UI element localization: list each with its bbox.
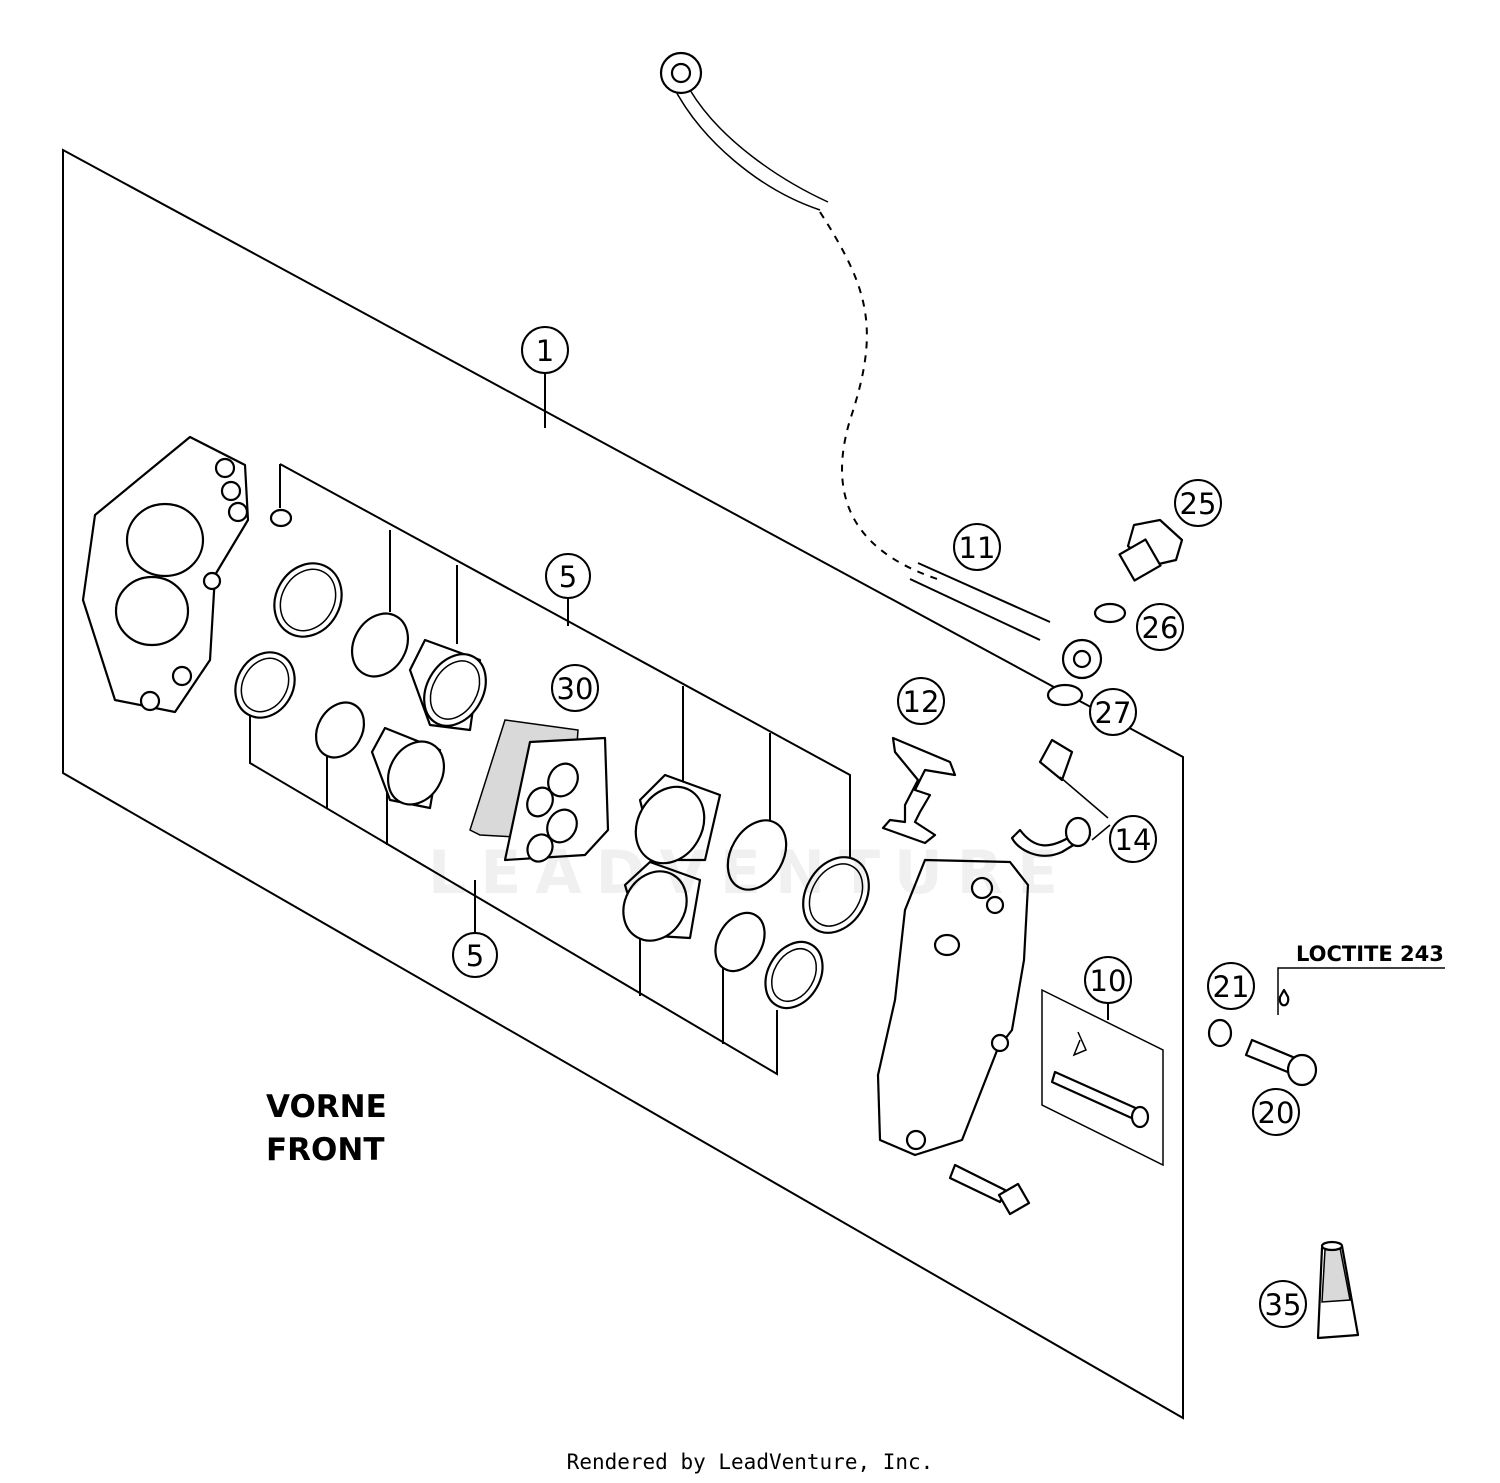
callout-26[interactable]: 26 — [1136, 603, 1184, 651]
callout-14[interactable]: 14 — [1109, 815, 1157, 863]
caliper-assembly-frame — [62, 148, 1184, 1420]
seal-ring — [802, 856, 870, 934]
view-label-vorne: VORNE — [266, 1089, 387, 1125]
callout-21[interactable]: 21 — [1207, 962, 1255, 1010]
svg-text:20: 20 — [1258, 1096, 1295, 1130]
brake-hose — [659, 51, 1103, 680]
callout-27[interactable]: 27 — [1089, 688, 1137, 736]
callout-5-upper[interactable]: 5 — [545, 553, 591, 599]
svg-text:35: 35 — [1265, 1288, 1302, 1322]
o-ring — [714, 911, 766, 973]
svg-text:5: 5 — [559, 560, 577, 594]
o-ring-small — [269, 508, 293, 528]
piston — [370, 726, 446, 810]
seal-ring — [764, 940, 824, 1010]
view-label-front: FRONT — [266, 1132, 385, 1168]
svg-text:12: 12 — [903, 685, 940, 719]
callout-30[interactable]: 30 — [551, 664, 599, 712]
svg-text:11: 11 — [959, 531, 996, 565]
pad-spring — [881, 736, 957, 845]
piston — [622, 860, 702, 942]
banjo-bolt — [1118, 518, 1184, 582]
o-ring — [314, 701, 366, 759]
washer-upper — [1093, 602, 1127, 624]
callout-11[interactable]: 11 — [953, 523, 1001, 571]
callout-25[interactable]: 25 — [1174, 479, 1222, 527]
seal-kit-bracket-lower — [249, 702, 778, 1076]
caliper-half-outer — [81, 435, 250, 714]
loctite-bottle — [1316, 1240, 1360, 1340]
caliper-bolt — [948, 1163, 1031, 1216]
svg-text:25: 25 — [1180, 487, 1217, 521]
svg-text:26: 26 — [1142, 611, 1179, 645]
callout-35[interactable]: 35 — [1259, 1280, 1307, 1328]
seal-ring — [273, 562, 343, 638]
callout-12[interactable]: 12 — [897, 677, 945, 725]
seal-kit-bracket-upper — [279, 463, 851, 895]
loctite-label: LOCTITE 243 — [1296, 942, 1444, 966]
washer-lower — [1046, 683, 1084, 707]
svg-text:30: 30 — [557, 672, 594, 706]
svg-text:10: 10 — [1090, 964, 1127, 998]
piston — [634, 773, 722, 865]
callout-5-lower[interactable]: 5 — [452, 932, 498, 978]
washer — [1207, 1018, 1233, 1048]
piston — [408, 638, 487, 732]
footer-rendered-by: Rendered by LeadVenture, Inc. — [566, 1450, 934, 1474]
screw — [1244, 988, 1318, 1087]
bleeder-valve — [1010, 738, 1092, 857]
svg-text:5: 5 — [466, 939, 484, 973]
callout-1[interactable]: 1 — [521, 326, 569, 374]
callout-20[interactable]: 20 — [1252, 1088, 1300, 1136]
svg-text:14: 14 — [1115, 823, 1152, 857]
seal-ring — [234, 651, 296, 719]
callout-10[interactable]: 10 — [1084, 956, 1132, 1004]
o-ring — [726, 819, 788, 891]
svg-text:27: 27 — [1095, 696, 1132, 730]
o-ring — [350, 612, 410, 678]
caliper-half-inner — [876, 858, 1030, 1157]
svg-text:21: 21 — [1213, 970, 1250, 1004]
svg-text:1: 1 — [536, 334, 554, 368]
brake-pads — [469, 719, 610, 863]
pad-pin — [1050, 1031, 1150, 1129]
